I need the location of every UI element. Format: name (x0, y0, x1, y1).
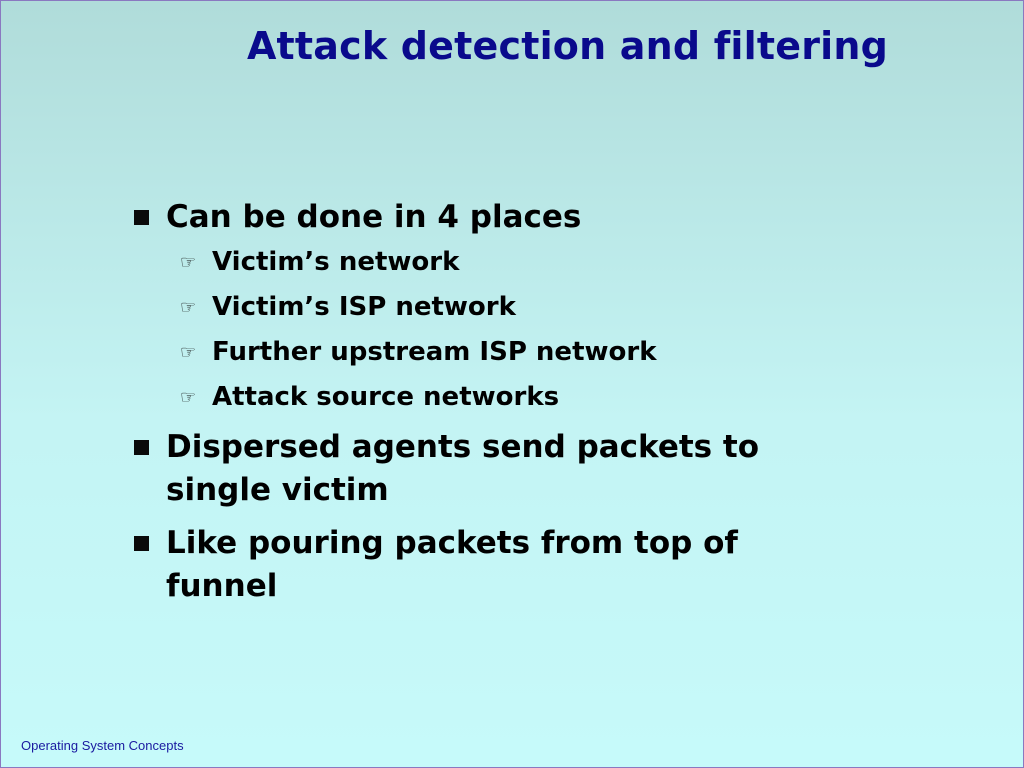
pointing-hand-icon: ☞ (180, 252, 197, 273)
pointing-hand-icon: ☞ (180, 387, 197, 408)
footer-text: Operating System Concepts (21, 738, 184, 753)
pointing-hand-icon: ☞ (180, 342, 197, 363)
sub-bullet-text: Victim’s ISP network (212, 292, 516, 322)
bullet-text-line: Like pouring packets from top of (166, 525, 738, 561)
bullet-list: Can be done in 4 places ☞ Victim’s netwo… (132, 196, 852, 608)
square-bullet-icon (134, 440, 149, 455)
sub-bullet-text: Further upstream ISP network (212, 337, 657, 367)
sub-bullet-text: Attack source networks (212, 382, 560, 412)
bullet-item: Dispersed agents send packets to single … (132, 426, 852, 512)
pointing-hand-icon: ☞ (180, 297, 197, 318)
bullet-item: Can be done in 4 places (132, 196, 852, 239)
sub-bullet-text: Victim’s network (212, 247, 460, 277)
square-bullet-icon (134, 536, 149, 551)
square-bullet-icon (134, 210, 149, 225)
bullet-text-line: funnel (166, 568, 278, 604)
bullet-text: Can be done in 4 places (166, 199, 582, 235)
bullet-text-line: single victim (166, 472, 389, 508)
sub-bullet-item: ☞ Attack source networks (132, 375, 852, 420)
bullet-item: Like pouring packets from top of funnel (132, 522, 852, 608)
sub-bullet-item: ☞ Victim’s ISP network (132, 285, 852, 330)
sub-bullet-item: ☞ Further upstream ISP network (132, 330, 852, 375)
slide-title: Attack detection and filtering (246, 24, 889, 68)
sub-bullet-item: ☞ Victim’s network (132, 240, 852, 285)
bullet-text-line: Dispersed agents send packets to (166, 429, 760, 465)
